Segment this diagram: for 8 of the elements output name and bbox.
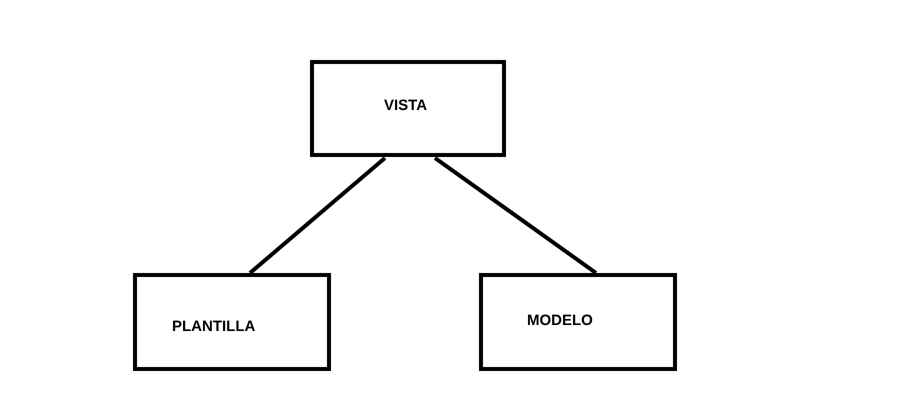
connector-line: [434, 156, 598, 275]
node-label: VISTA: [384, 97, 428, 114]
box: [479, 273, 677, 371]
box: [133, 273, 331, 371]
connector-line: [248, 156, 386, 275]
box: [310, 60, 506, 157]
node-label: PLANTILLA: [172, 318, 256, 335]
node-label: MODELO: [527, 312, 593, 329]
